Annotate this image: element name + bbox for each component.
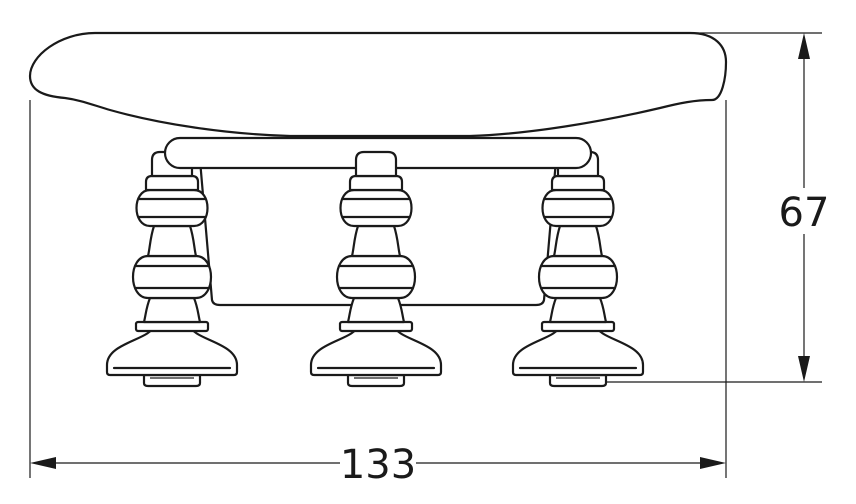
leg-right [511,150,645,388]
width-label: 133 [340,442,416,488]
leg-center [309,150,443,388]
dish-tray [28,31,728,138]
height-dimension: 67 [779,33,830,382]
width-dimension: 133 [30,442,726,488]
height-label: 67 [779,190,830,236]
leg-left [105,150,239,388]
